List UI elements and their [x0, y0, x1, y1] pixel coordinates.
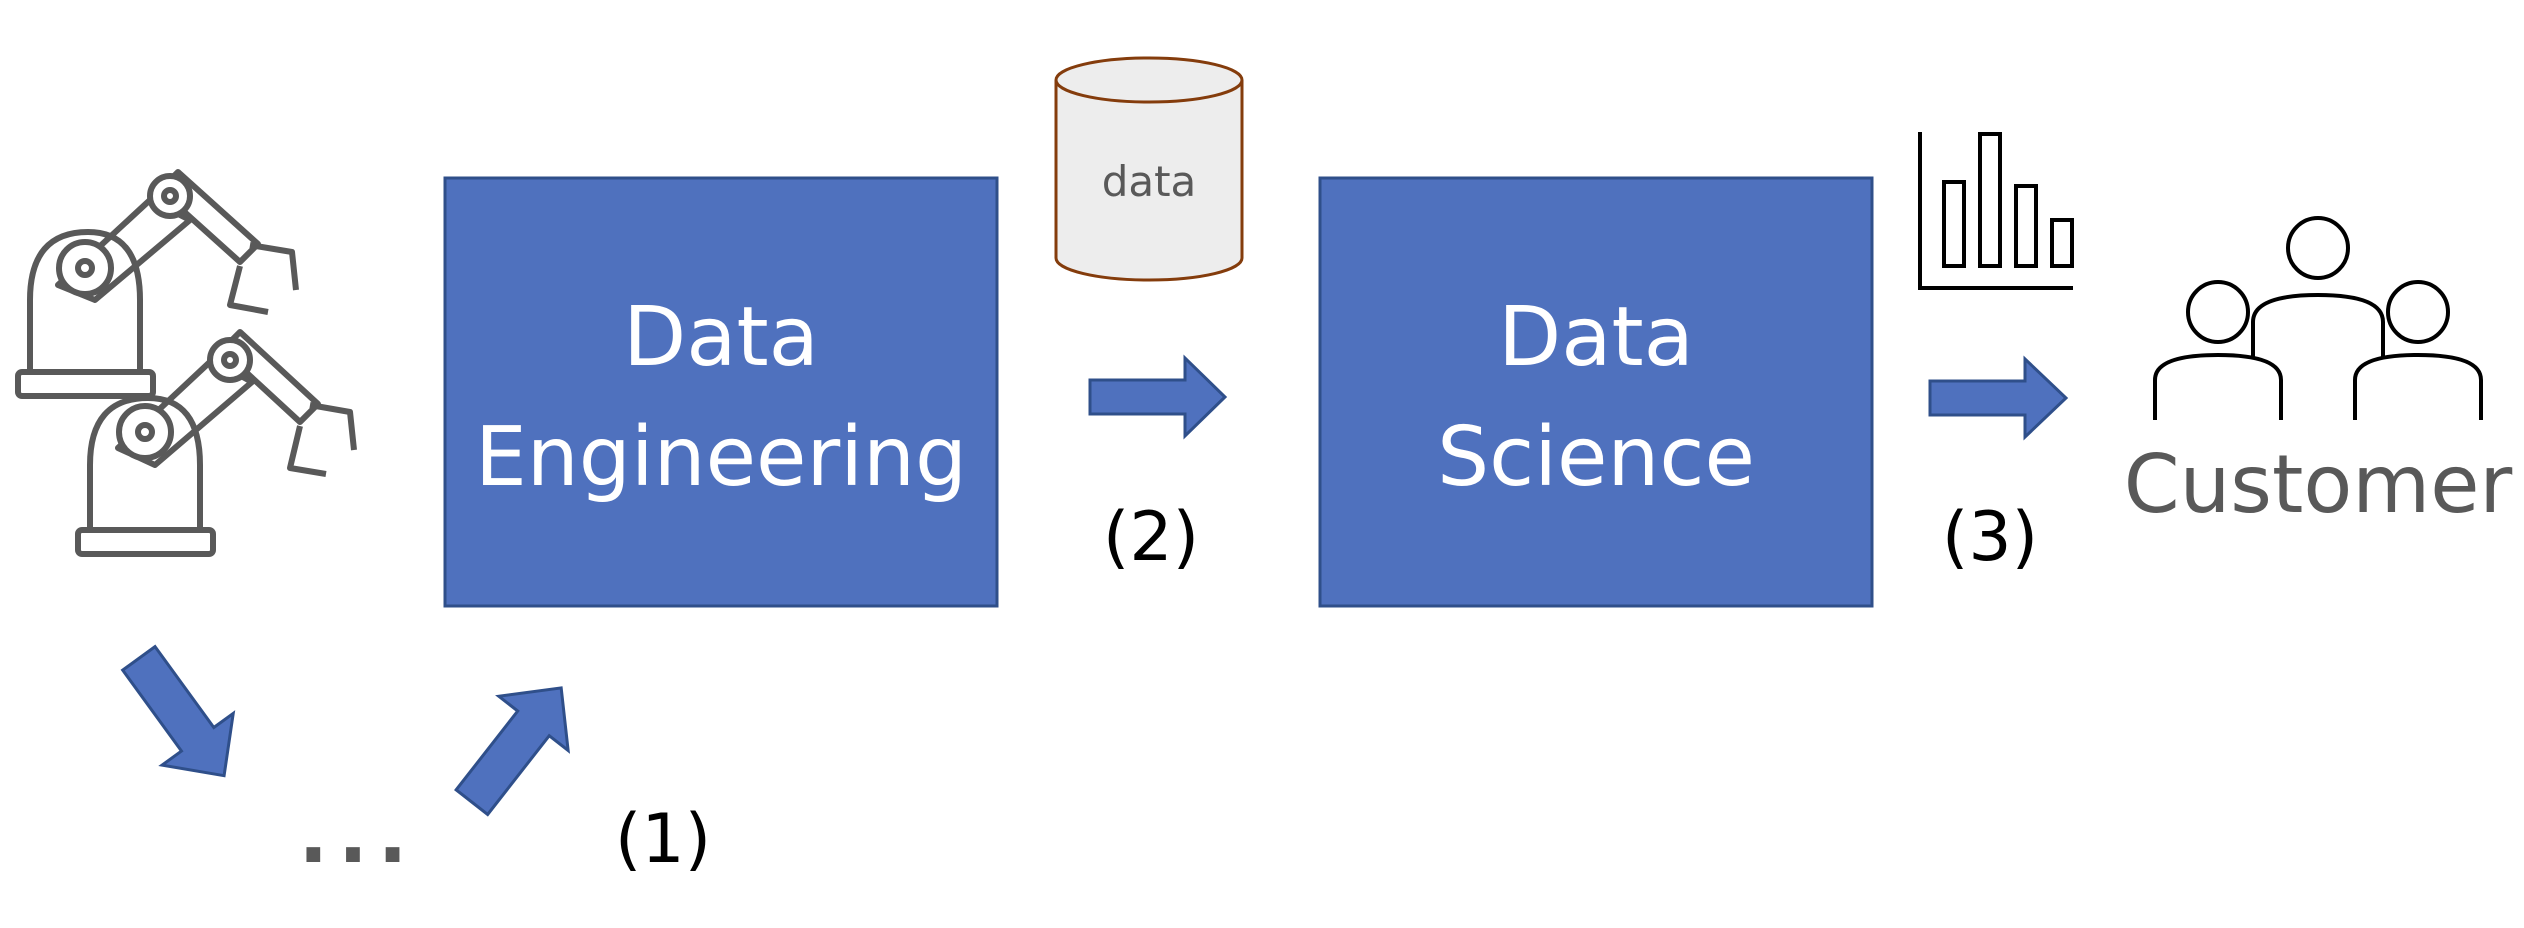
robot-arm-icon [15, 169, 357, 557]
customer-label: Customer [2124, 438, 2513, 531]
data-science-line1: Data [1498, 290, 1694, 385]
arrow-icon [1088, 354, 1228, 440]
data-engineering-box: Data Engineering [443, 176, 999, 608]
data-engineering-line1: Data [623, 290, 819, 385]
data-science-line2: Science [1437, 410, 1755, 505]
bar-chart-icon [1918, 132, 2074, 290]
step-2-label: (2) [1103, 498, 1199, 577]
arrow-icon [454, 686, 571, 817]
step-3-label: (3) [1942, 498, 2038, 577]
arrow-icon [120, 644, 236, 778]
data-engineering-line2: Engineering [475, 410, 967, 505]
data-science-box: Data Science [1318, 176, 1874, 608]
database-label: data [1102, 157, 1197, 206]
arrow-icon [1928, 355, 2069, 441]
people-group-icon [2153, 216, 2483, 420]
database-icon: data [1054, 56, 1244, 282]
ellipsis-label: ... [299, 791, 418, 881]
step-1-label: (1) [615, 800, 711, 879]
